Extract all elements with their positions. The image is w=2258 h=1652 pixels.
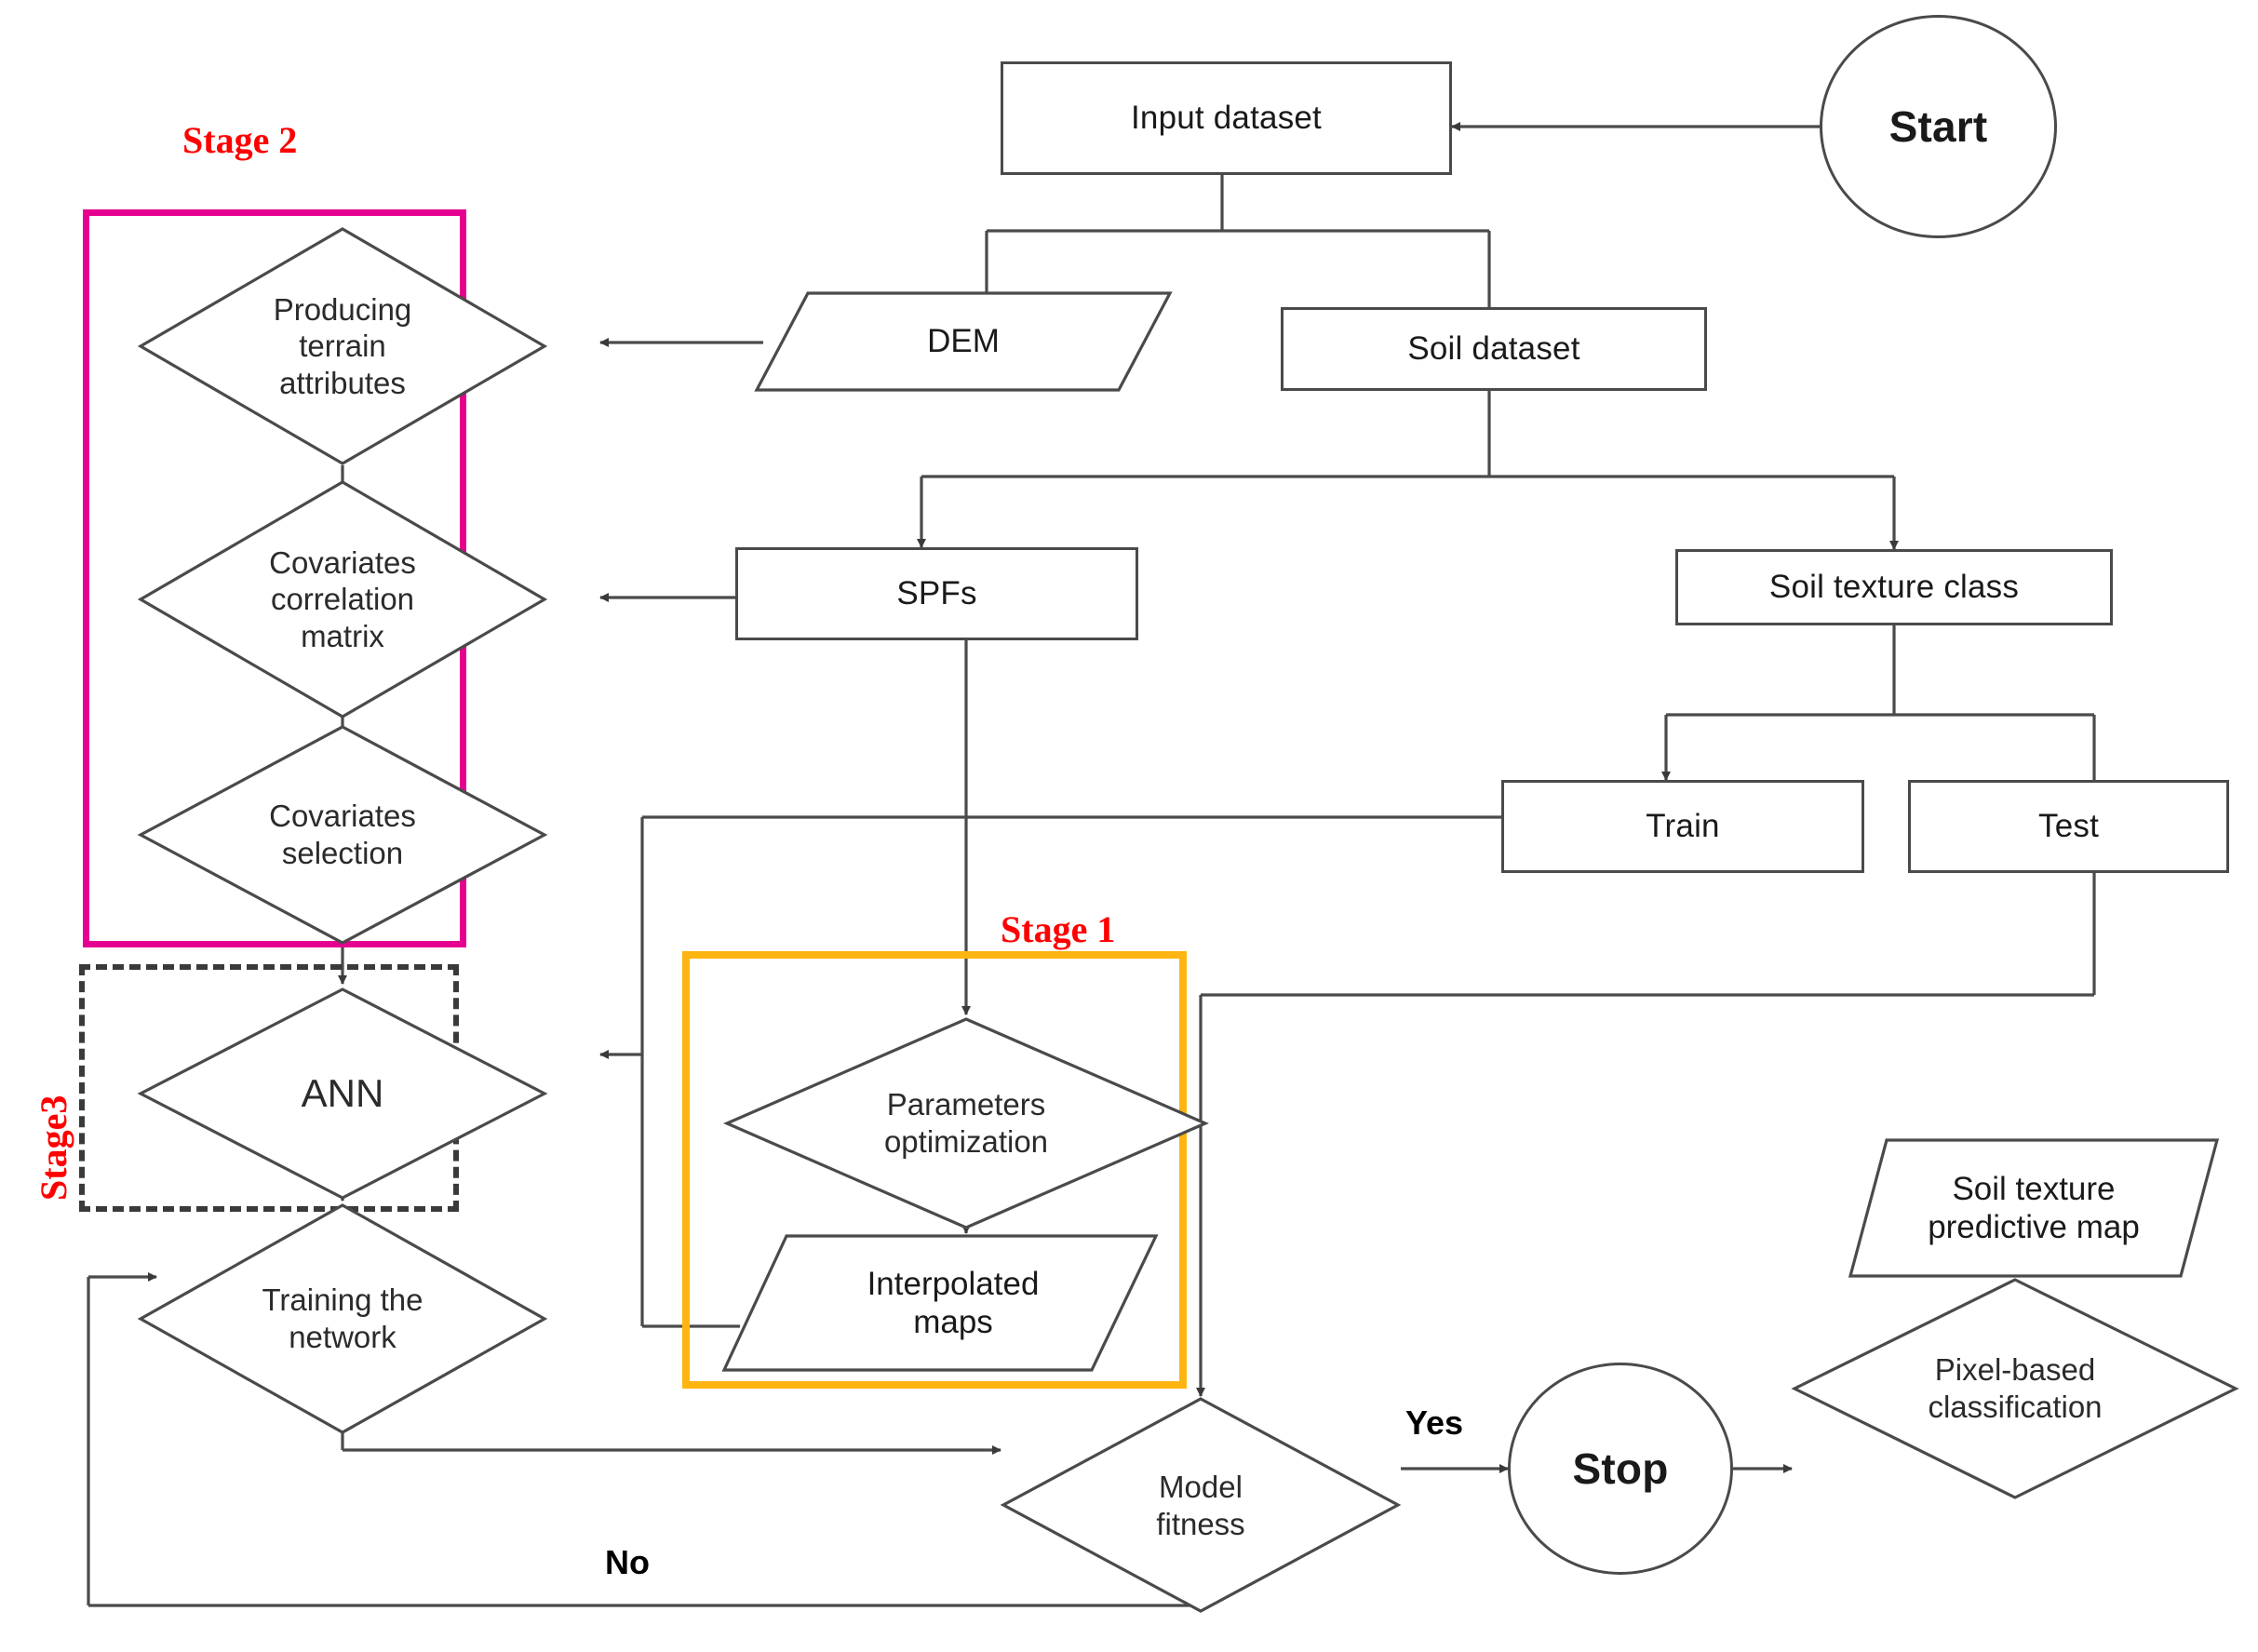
node-soil-dataset[interactable]: Soil dataset [1281, 307, 1707, 391]
interpolated-maps-line1: Interpolated [867, 1265, 1040, 1302]
training-the-network-label: Training the network [262, 1282, 423, 1355]
node-pixel-based-classification[interactable]: Pixel-based classification [1791, 1277, 2239, 1500]
mf-line1: Model [1159, 1469, 1243, 1504]
predictive-map-line1: Soil texture [1952, 1170, 2116, 1207]
po-line1: Parameters [886, 1087, 1046, 1122]
node-soil-texture-class[interactable]: Soil texture class [1675, 549, 2113, 625]
node-input-dataset[interactable]: Input dataset [1001, 61, 1452, 175]
cs-line1: Covariates [269, 799, 416, 834]
node-start-label: Start [1888, 101, 1988, 151]
node-ann-label: ANN [301, 1070, 384, 1115]
ccm-line3: matrix [301, 618, 384, 653]
node-parameters-optimization[interactable]: Parameters optimization [722, 1016, 1210, 1230]
mf-line2: fitness [1156, 1506, 1245, 1541]
edge-label-yes: Yes [1405, 1404, 1464, 1442]
node-soil-texture-predictive-map-label: Soil texture predictive map [1928, 1170, 2140, 1247]
node-train-label: Train [1646, 808, 1720, 845]
ttn-line1: Training the [262, 1283, 423, 1318]
stage3-label: Stage3 [33, 1095, 74, 1201]
node-spfs[interactable]: SPFs [735, 547, 1138, 640]
stage1-group-box [682, 951, 1187, 1389]
pbc-line2: classification [1928, 1390, 2103, 1424]
po-line2: optimization [883, 1124, 1049, 1159]
node-stop-label: Stop [1572, 1444, 1669, 1493]
node-dem-label: DEM [927, 323, 1000, 360]
node-spfs-label: SPFs [896, 575, 977, 612]
node-soil-texture-predictive-map[interactable]: Soil texture predictive map [1848, 1137, 2220, 1279]
pta-line3: attributes [279, 365, 406, 400]
node-dem[interactable]: DEM [754, 290, 1173, 393]
pixel-based-classification-label: Pixel-based classification [1928, 1351, 2102, 1425]
covariates-selection-label: Covariates selection [269, 798, 416, 871]
model-fitness-label: Model fitness [1156, 1469, 1244, 1542]
node-stop[interactable]: Stop [1508, 1363, 1733, 1575]
producing-terrain-attributes-label: Producing terrain attributes [274, 291, 412, 402]
node-covariates-correlation-matrix[interactable]: Covariates correlation matrix [137, 479, 548, 719]
node-soil-texture-class-label: Soil texture class [1768, 569, 2020, 606]
ccm-line2: correlation [270, 582, 415, 617]
node-interpolated-maps-label: Interpolated maps [867, 1265, 1040, 1342]
node-input-dataset-label: Input dataset [1131, 100, 1322, 137]
ttn-line2: network [289, 1320, 396, 1354]
node-start[interactable]: Start [1820, 15, 2057, 238]
parameters-optimization-label: Parameters optimization [884, 1086, 1048, 1160]
node-interpolated-maps[interactable]: Interpolated maps [721, 1233, 1159, 1373]
pbc-line1: Pixel-based [1934, 1352, 2096, 1388]
predictive-map-line2: predictive map [1928, 1209, 2140, 1245]
node-soil-dataset-label: Soil dataset [1407, 330, 1580, 368]
node-producing-terrain-attributes[interactable]: Producing terrain attributes [137, 226, 548, 466]
edge-label-no: No [605, 1543, 650, 1581]
cs-line2: selection [281, 836, 404, 870]
covariates-correlation-matrix-label: Covariates correlation matrix [269, 544, 416, 655]
node-test[interactable]: Test [1908, 780, 2229, 873]
node-model-fitness[interactable]: Model fitness [1000, 1396, 1402, 1615]
node-covariates-selection[interactable]: Covariates selection [137, 724, 548, 946]
pta-line2: terrain [299, 329, 386, 364]
node-training-the-network[interactable]: Training the network [137, 1202, 548, 1435]
node-ann[interactable]: ANN [137, 987, 548, 1201]
pta-line1: Producing [273, 291, 412, 327]
ccm-line1: Covariates [269, 544, 416, 580]
node-test-label: Test [2038, 808, 2099, 845]
stage1-label: Stage 1 [1001, 908, 1116, 950]
node-train[interactable]: Train [1501, 780, 1864, 873]
interpolated-maps-line2: maps [913, 1304, 993, 1340]
stage2-label: Stage 2 [182, 119, 298, 161]
